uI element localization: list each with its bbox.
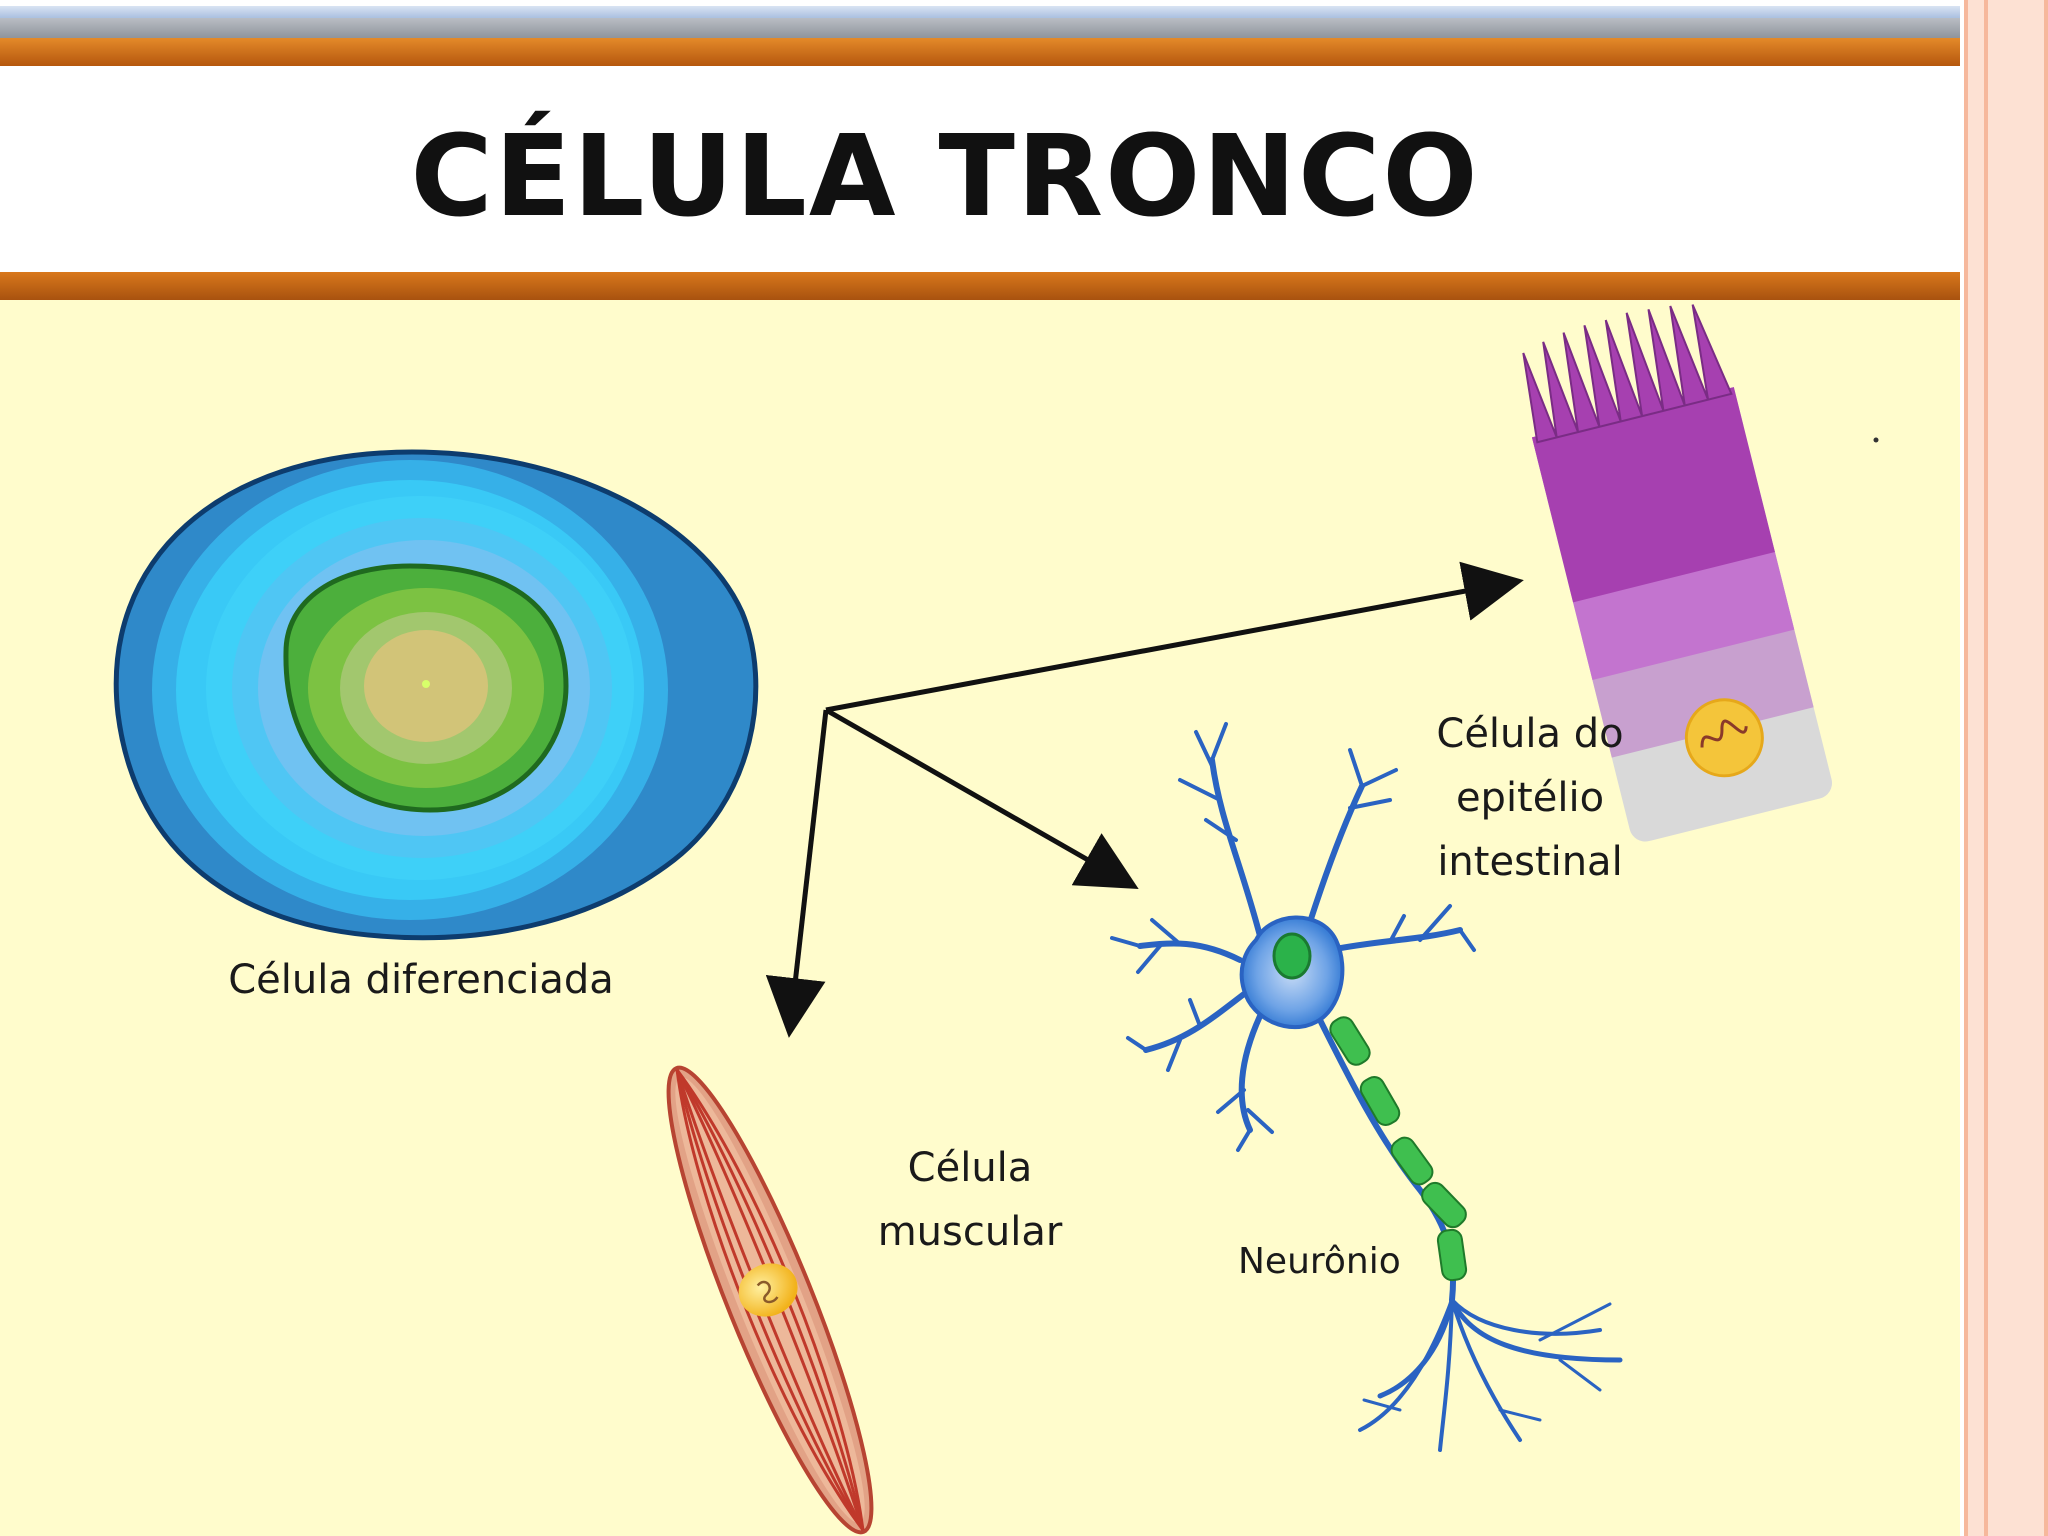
label-muscle-line2: muscular (877, 1209, 1063, 1255)
epithelial-cell (1522, 304, 1833, 842)
header-stripe-blue (0, 6, 1960, 18)
label-epithelial-cell: Célula do epitélio intestinal (1410, 702, 1650, 894)
right-decorative-border (1960, 0, 2048, 1536)
page-title: CÉLULA TRONCO (410, 112, 1480, 242)
header-stripe-gray (0, 18, 1960, 38)
label-epithelial-line3: intestinal (1437, 839, 1623, 885)
header-band: CÉLULA TRONCO (0, 0, 1960, 300)
arrow-to-epithelial (825, 561, 1524, 713)
muscle-cell (666, 1065, 874, 1535)
diagram-area: Célula diferenciada Célula muscular Célu… (0, 300, 1960, 1536)
label-muscle-line1: Célula (907, 1145, 1033, 1191)
neuron (1110, 722, 1623, 1452)
diagram-canvas (113, 304, 1879, 1535)
label-epithelial-line2: epitélio (1455, 775, 1605, 821)
label-differentiated-cell: Célula diferenciada (228, 957, 614, 1003)
label-neuron: Neurônio (1238, 1241, 1401, 1282)
arrow-to-muscle (765, 709, 829, 1038)
header-stripe-orange-bottom (0, 272, 1960, 300)
label-muscle-cell: Célula muscular (850, 1136, 1090, 1264)
label-epithelial-line1: Célula do (1436, 711, 1624, 757)
differentiated-cell (113, 449, 759, 941)
arrows (765, 561, 1524, 1038)
header-stripe-orange-top (0, 38, 1960, 66)
arrow-to-neuron (824, 707, 1139, 889)
